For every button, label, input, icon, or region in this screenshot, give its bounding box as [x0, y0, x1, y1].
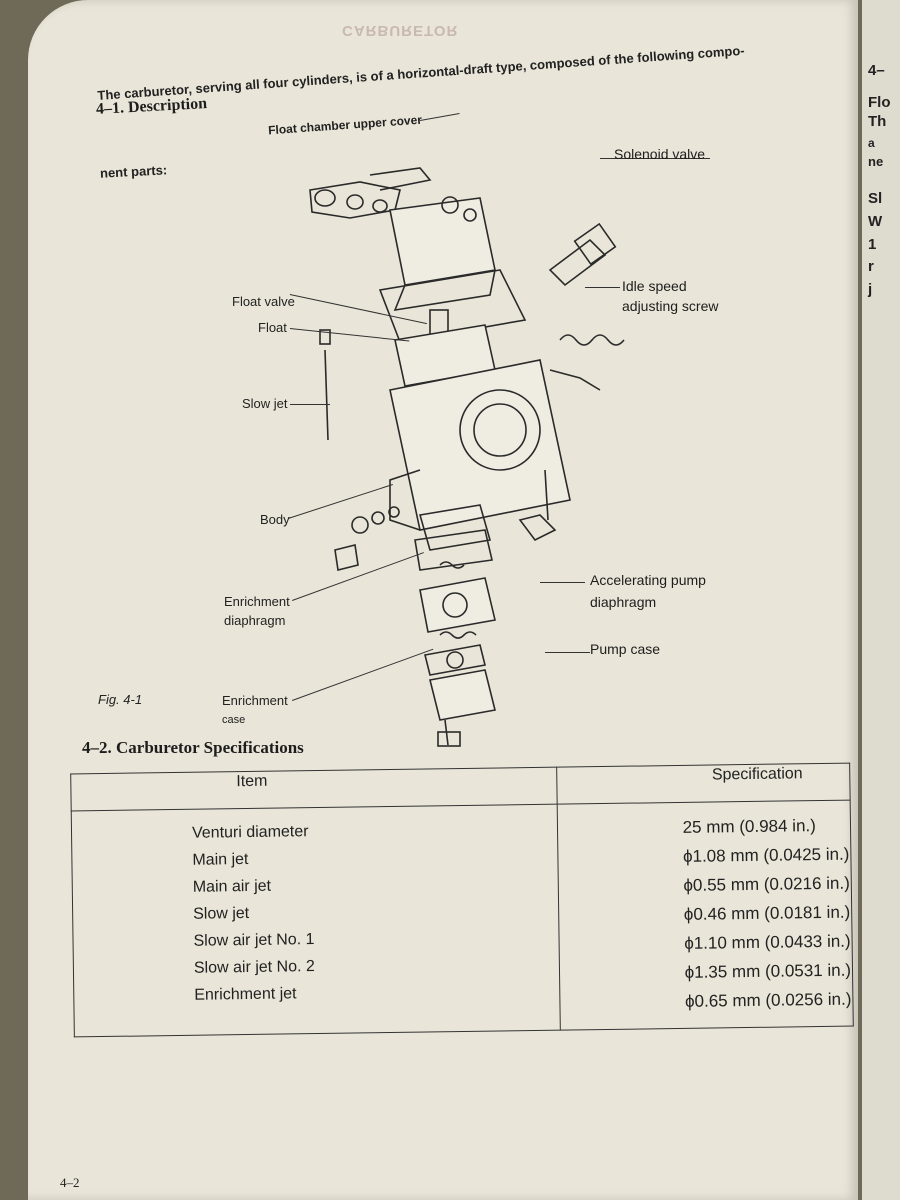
section-heading-specifications: 4–2. Carburetor Specifications	[82, 738, 304, 757]
right-page-fragment: Th	[868, 113, 887, 130]
label-enrichment-case: Enrichment	[222, 693, 288, 708]
right-page-fragment: j	[868, 281, 873, 298]
label-float-valve: Float valve	[232, 294, 295, 309]
carburetor-specifications-table: Item Specification Venturi diameter Main…	[70, 763, 854, 1038]
label-enrichment-diaphragm: diaphragm	[224, 613, 286, 628]
spec-cell: ϕ0.65 mm (0.0256 in.)	[684, 989, 852, 1011]
leader-line	[540, 582, 585, 583]
right-page-fragment: Flo	[868, 94, 891, 111]
right-page-fragment: Sl	[868, 190, 883, 207]
right-page-fragment: ne	[868, 154, 884, 169]
label-accelerating-pump: Accelerating pump	[590, 572, 706, 588]
label-enrichment-case-2: case	[222, 714, 246, 726]
spec-cell: 25 mm (0.984 in.)	[682, 816, 816, 837]
leader-line	[545, 652, 590, 653]
show-through-header: CARBURETOR	[342, 22, 459, 39]
page-number: 4–2	[60, 1175, 80, 1190]
spec-cell: ϕ1.10 mm (0.0433 in.)	[684, 931, 851, 953]
spec-cell: ϕ0.55 mm (0.0216 in.)	[683, 873, 850, 895]
leader-line	[290, 404, 330, 405]
label-pump-case: Pump case	[590, 641, 661, 657]
label-accelerating-pump-diaphragm: diaphragm	[590, 594, 657, 610]
label-slow-jet: Slow jet	[242, 396, 288, 411]
label-enrichment: Enrichment	[224, 594, 290, 609]
carburetor-exploded-diagram	[309, 167, 625, 747]
leader-line	[585, 287, 620, 288]
spec-cell: ϕ1.08 mm (0.0425 in.)	[682, 844, 850, 866]
spec-cell: ϕ1.35 mm (0.0531 in.)	[684, 960, 852, 982]
label-body: Body	[260, 512, 290, 527]
right-page-fragment: r	[868, 258, 874, 275]
label-idle-speed: Idle speed	[622, 278, 687, 294]
item-cell: Enrichment jet	[194, 985, 297, 1004]
spec-cell: ϕ0.46 mm (0.0181 in.)	[683, 902, 851, 924]
right-page-fragment: 1	[868, 236, 877, 253]
manual-page-right-edge: 4– Flo Th a ne Sl W 1 r j	[862, 0, 900, 1200]
right-page-fragment: a	[868, 136, 875, 150]
label-solenoid-valve: Solenoid valve	[614, 146, 706, 162]
specification-column: 25 mm (0.984 in.) ϕ1.08 mm (0.0425 in.) …	[556, 800, 854, 1031]
column-header-specification: Specification	[556, 763, 851, 805]
table-row: Venturi diameter Main jet Main air jet S…	[71, 800, 854, 1037]
label-idle-speed-adjusting-screw: adjusting screw	[622, 298, 719, 314]
figure-caption: Fig. 4-1	[98, 692, 143, 707]
right-page-fragment: 4–	[868, 62, 885, 79]
item-column: Venturi diameter Main jet Main air jet S…	[71, 804, 560, 1037]
right-page-fragment: W	[868, 213, 883, 230]
leader-line	[600, 158, 710, 159]
label-float: Float	[258, 320, 287, 335]
